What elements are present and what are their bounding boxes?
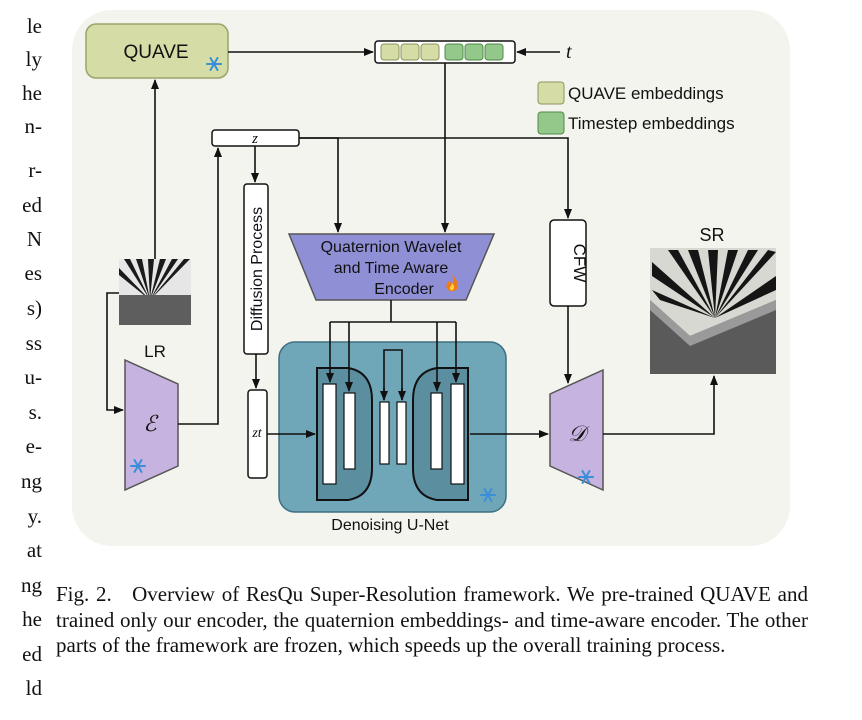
- snowflake-icon: [206, 57, 222, 71]
- caption-text: Overview of ResQu Super-Resolution frame…: [56, 582, 809, 657]
- legend: QUAVE embeddings Timestep embeddings: [537, 81, 735, 135]
- diffusion-process-box: Diffusion Process: [243, 183, 269, 355]
- encoder-label-line1: Quaternion Wavelet: [321, 239, 462, 256]
- text-fragment: ss: [25, 331, 42, 355]
- text-fragment: ly: [25, 47, 42, 71]
- text-fragment: s): [26, 296, 42, 320]
- figure-caption: Fig. 2. Overview of ResQu Super-Resoluti…: [56, 582, 808, 659]
- denoising-unet: [278, 341, 507, 513]
- text-fragment: ng: [21, 573, 42, 597]
- text-fragment: le: [26, 14, 42, 38]
- quave-box: QUAVE: [85, 23, 229, 79]
- quave-label: QUAVE: [123, 42, 188, 63]
- quaternion-wavelet-encoder: Quaternion Wavelet and Time Aware Encode…: [287, 233, 496, 301]
- text-fragment: s.: [28, 400, 42, 424]
- encoder-label-line3: Encoder: [374, 281, 434, 298]
- text-fragment: he: [22, 607, 42, 631]
- decoder-symbol: 𝒟: [568, 422, 590, 447]
- unet-label: Denoising U-Net: [331, 517, 449, 534]
- sr-label: SR: [699, 225, 724, 245]
- text-fragment: ng: [21, 469, 42, 493]
- cfw-label: CFW: [570, 244, 589, 283]
- text-fragment: es: [24, 261, 43, 285]
- diffusion-process-label: Diffusion Process: [249, 207, 266, 331]
- z-box: z: [211, 129, 300, 147]
- text-fragment: N: [26, 227, 42, 251]
- left-column-text-fragments: le ly he n- r- ed N es s) ss u- s. e- ng…: [0, 0, 44, 720]
- text-fragment: at: [26, 538, 42, 562]
- snowflake-icon: [130, 459, 146, 473]
- encoder-symbol: ℰ: [143, 412, 159, 437]
- text-fragment: n-: [24, 114, 43, 138]
- text-fragment: u-: [24, 365, 43, 389]
- t-label: t: [566, 41, 572, 63]
- architecture-diagram: QUAVE t QUAVE embeddings Timestep embedd…: [85, 23, 776, 534]
- vae-decoder: 𝒟: [549, 368, 604, 492]
- lr-image: [119, 259, 191, 325]
- sr-image: [650, 248, 776, 374]
- zt-box: zt: [247, 389, 268, 479]
- text-fragment: he: [22, 81, 42, 105]
- connectors: [106, 48, 718, 438]
- z-label: z: [251, 131, 258, 147]
- zt-label: zt: [251, 426, 262, 441]
- text-fragment: y.: [27, 504, 42, 528]
- flame-icon: [446, 274, 458, 292]
- legend-timestep-embeddings: Timestep embeddings: [568, 114, 735, 133]
- text-fragment: e-: [25, 434, 42, 458]
- caption-prefix: Fig. 2.: [56, 582, 112, 606]
- legend-quave-embeddings: QUAVE embeddings: [568, 84, 724, 103]
- vae-encoder: ℰ: [124, 358, 179, 492]
- text-fragment: ld: [25, 676, 42, 700]
- cfw-box: CFW: [549, 219, 589, 307]
- text-fragment: ed: [22, 193, 42, 217]
- text-fragment: r-: [28, 158, 42, 182]
- snowflake-icon: [578, 470, 594, 484]
- embedding-token-bar: [374, 40, 516, 64]
- lr-label: LR: [144, 342, 166, 361]
- snowflake-icon: [480, 488, 496, 502]
- encoder-label-line2: and Time Aware: [334, 260, 449, 277]
- text-fragment: ed: [22, 642, 42, 666]
